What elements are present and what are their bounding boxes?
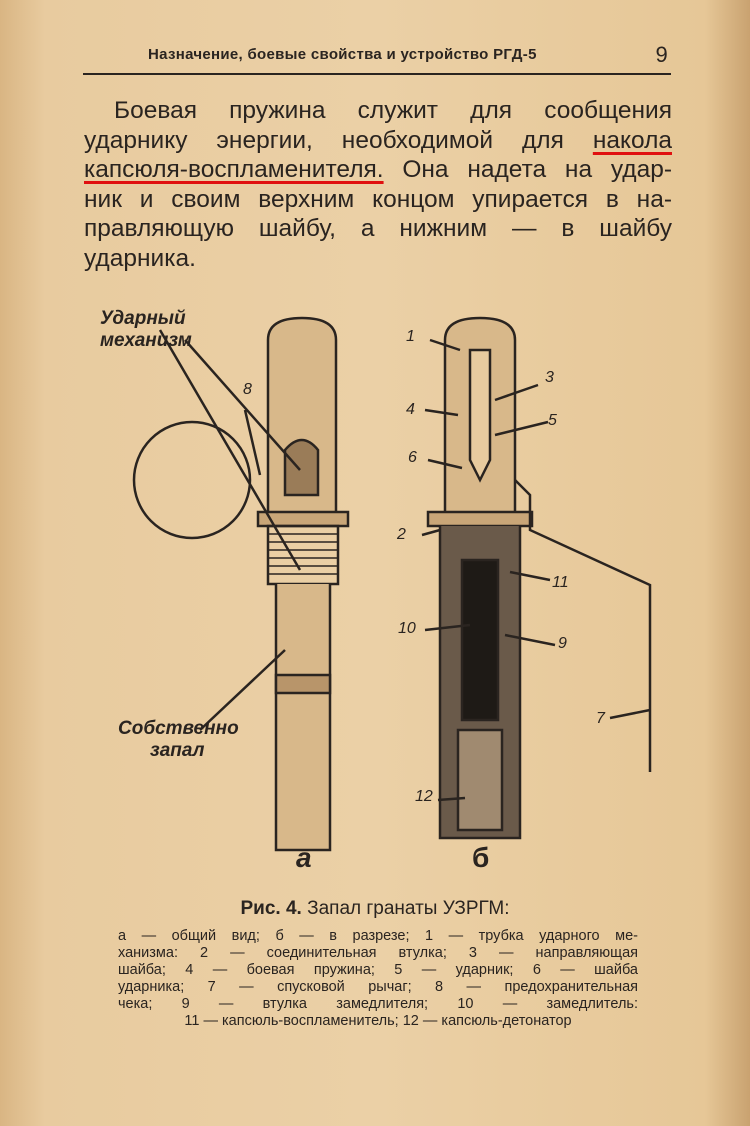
- label-mechanism: Ударный: [100, 308, 186, 329]
- holes-band: [274, 673, 332, 695]
- text-span: ударнику энергии, необходимой для: [84, 126, 593, 154]
- callout-12: 12: [415, 788, 433, 805]
- text-line: ударнику энергии, необходимой для накола: [84, 126, 672, 156]
- caption-legend: а — общий вид; б — в разрезе; 1 — трубка…: [118, 928, 638, 1030]
- striker: [468, 348, 492, 483]
- caption-line: 11 — капсюль-воспламенитель; 12 — капсюл…: [184, 1013, 572, 1029]
- running-title: Назначение, боевые свойства и устройство…: [148, 46, 537, 63]
- caption-line: шайба; 4 — боевая пружина; 5 — ударник; …: [118, 962, 638, 978]
- highlighted-text: накола: [592, 126, 672, 154]
- callout-1: 1: [406, 328, 415, 345]
- caption-line: а — общий вид; б — в разрезе; 1 — трубка…: [118, 928, 638, 944]
- callout-9: 9: [558, 635, 567, 652]
- release-lever: [514, 479, 652, 772]
- header-rule: [83, 73, 671, 75]
- callout-2: 2: [397, 526, 406, 543]
- label-fuze-2: запал: [150, 740, 205, 761]
- caption-line: чека; 9 — втулка замедлителя; 10 — замед…: [118, 996, 638, 1012]
- running-header: Назначение, боевые свойства и устройство…: [148, 42, 668, 67]
- pull-ring: [132, 420, 252, 540]
- text-line: правляющую шайбу, а нижним — в шайбу: [84, 215, 672, 242]
- fuze-illustration: [132, 316, 652, 852]
- highlighted-text: капсюля-воспламенителя.: [84, 156, 384, 183]
- caption-line: ханизма: 2 — соединительная втулка; 3 — …: [118, 945, 638, 961]
- callout-8: 8: [243, 381, 252, 398]
- callout-11: 11: [552, 574, 569, 591]
- callout-10: 10: [398, 620, 416, 637]
- body-paragraph: Боевая пружина служит для сообщения удар…: [84, 96, 672, 273]
- delay-element: [460, 558, 500, 722]
- text-line: Боевая пружина служит для сообщения: [114, 97, 672, 124]
- callout-5: 5: [548, 412, 557, 429]
- text-span: Она надета на удар-: [383, 156, 672, 183]
- subfigure-a-label: а: [296, 842, 312, 873]
- callout-4: 4: [406, 401, 415, 418]
- fuze-body: [274, 584, 332, 852]
- page-number: 9: [655, 42, 668, 67]
- label-mechanism-2: механизм: [100, 330, 192, 351]
- figure-number: Рис. 4.: [240, 898, 302, 919]
- section-collar: [426, 510, 534, 528]
- callout-6: 6: [408, 449, 417, 466]
- figure-title: Запал гранаты УЗРГМ:: [301, 898, 510, 919]
- label-fuze: Собственно: [118, 718, 239, 739]
- callout-3: 3: [545, 369, 554, 386]
- caption-line: ударника; 7 — спусковой рычаг; 8 — предо…: [118, 979, 638, 995]
- text-line: ударника.: [84, 244, 196, 272]
- text-line: ник и своим верхним концом упирается в н…: [84, 185, 672, 213]
- detonator-cap: [456, 728, 504, 832]
- subfigure-b-label: б: [472, 842, 490, 873]
- callout-7: 7: [596, 710, 605, 727]
- lever-mechanism: [283, 438, 320, 497]
- caption-title: Рис. 4. Запал гранаты УЗРГМ:: [0, 898, 750, 920]
- text-line: капсюля-воспламенителя. Она надета на уд…: [84, 155, 672, 185]
